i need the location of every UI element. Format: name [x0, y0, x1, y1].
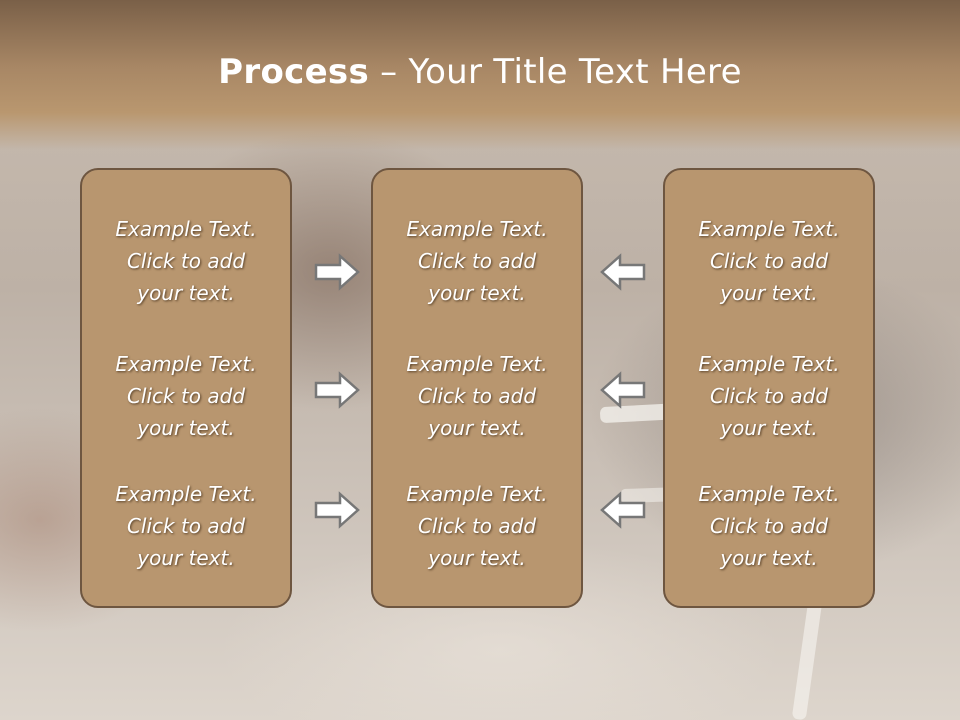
text-placeholder[interactable]: Example Text. Click to add your text. [665, 348, 873, 444]
text-placeholder[interactable]: Example Text. Click to add your text. [665, 213, 873, 309]
right-panel[interactable]: Example Text. Click to add your text. Ex… [663, 168, 875, 608]
text-line: your text. [428, 281, 526, 305]
background-streak [791, 599, 823, 720]
left-arrow-icon [600, 253, 646, 291]
text-line: Example Text. [406, 217, 548, 241]
text-line: Example Text. [698, 482, 840, 506]
text-placeholder[interactable]: Example Text. Click to add your text. [373, 213, 581, 309]
text-line: your text. [137, 416, 235, 440]
text-placeholder[interactable]: Example Text. Click to add your text. [82, 348, 290, 444]
right-arrow-icon [314, 253, 360, 291]
text-placeholder[interactable]: Example Text. Click to add your text. [373, 478, 581, 574]
title-rest: – Your Title Text Here [369, 52, 742, 92]
text-line: Example Text. [698, 352, 840, 376]
middle-panel[interactable]: Example Text. Click to add your text. Ex… [371, 168, 583, 608]
title-strong: Process [218, 52, 370, 92]
title-bar [0, 0, 960, 150]
left-arrow-icon [600, 491, 646, 529]
text-line: Click to add [709, 514, 829, 538]
text-line: Click to add [126, 514, 246, 538]
right-arrow-icon [314, 371, 360, 409]
left-arrow-icon [600, 371, 646, 409]
text-line: your text. [428, 416, 526, 440]
text-line: your text. [720, 546, 818, 570]
text-line: your text. [720, 416, 818, 440]
text-line: Example Text. [115, 352, 257, 376]
text-line: Click to add [417, 384, 537, 408]
left-panel[interactable]: Example Text. Click to add your text. Ex… [80, 168, 292, 608]
text-line: Example Text. [115, 482, 257, 506]
text-line: Click to add [709, 249, 829, 273]
text-placeholder[interactable]: Example Text. Click to add your text. [665, 478, 873, 574]
text-line: your text. [137, 546, 235, 570]
text-line: your text. [720, 281, 818, 305]
text-line: Example Text. [698, 217, 840, 241]
text-line: your text. [428, 546, 526, 570]
slide-title[interactable]: Process – Your Title Text Here [0, 52, 960, 92]
text-line: Click to add [126, 249, 246, 273]
text-placeholder[interactable]: Example Text. Click to add your text. [82, 213, 290, 309]
text-line: your text. [137, 281, 235, 305]
text-line: Click to add [709, 384, 829, 408]
right-arrow-icon [314, 491, 360, 529]
text-line: Click to add [417, 514, 537, 538]
text-line: Example Text. [406, 352, 548, 376]
text-placeholder[interactable]: Example Text. Click to add your text. [82, 478, 290, 574]
text-line: Example Text. [115, 217, 257, 241]
text-placeholder[interactable]: Example Text. Click to add your text. [373, 348, 581, 444]
text-line: Click to add [126, 384, 246, 408]
text-line: Example Text. [406, 482, 548, 506]
text-line: Click to add [417, 249, 537, 273]
